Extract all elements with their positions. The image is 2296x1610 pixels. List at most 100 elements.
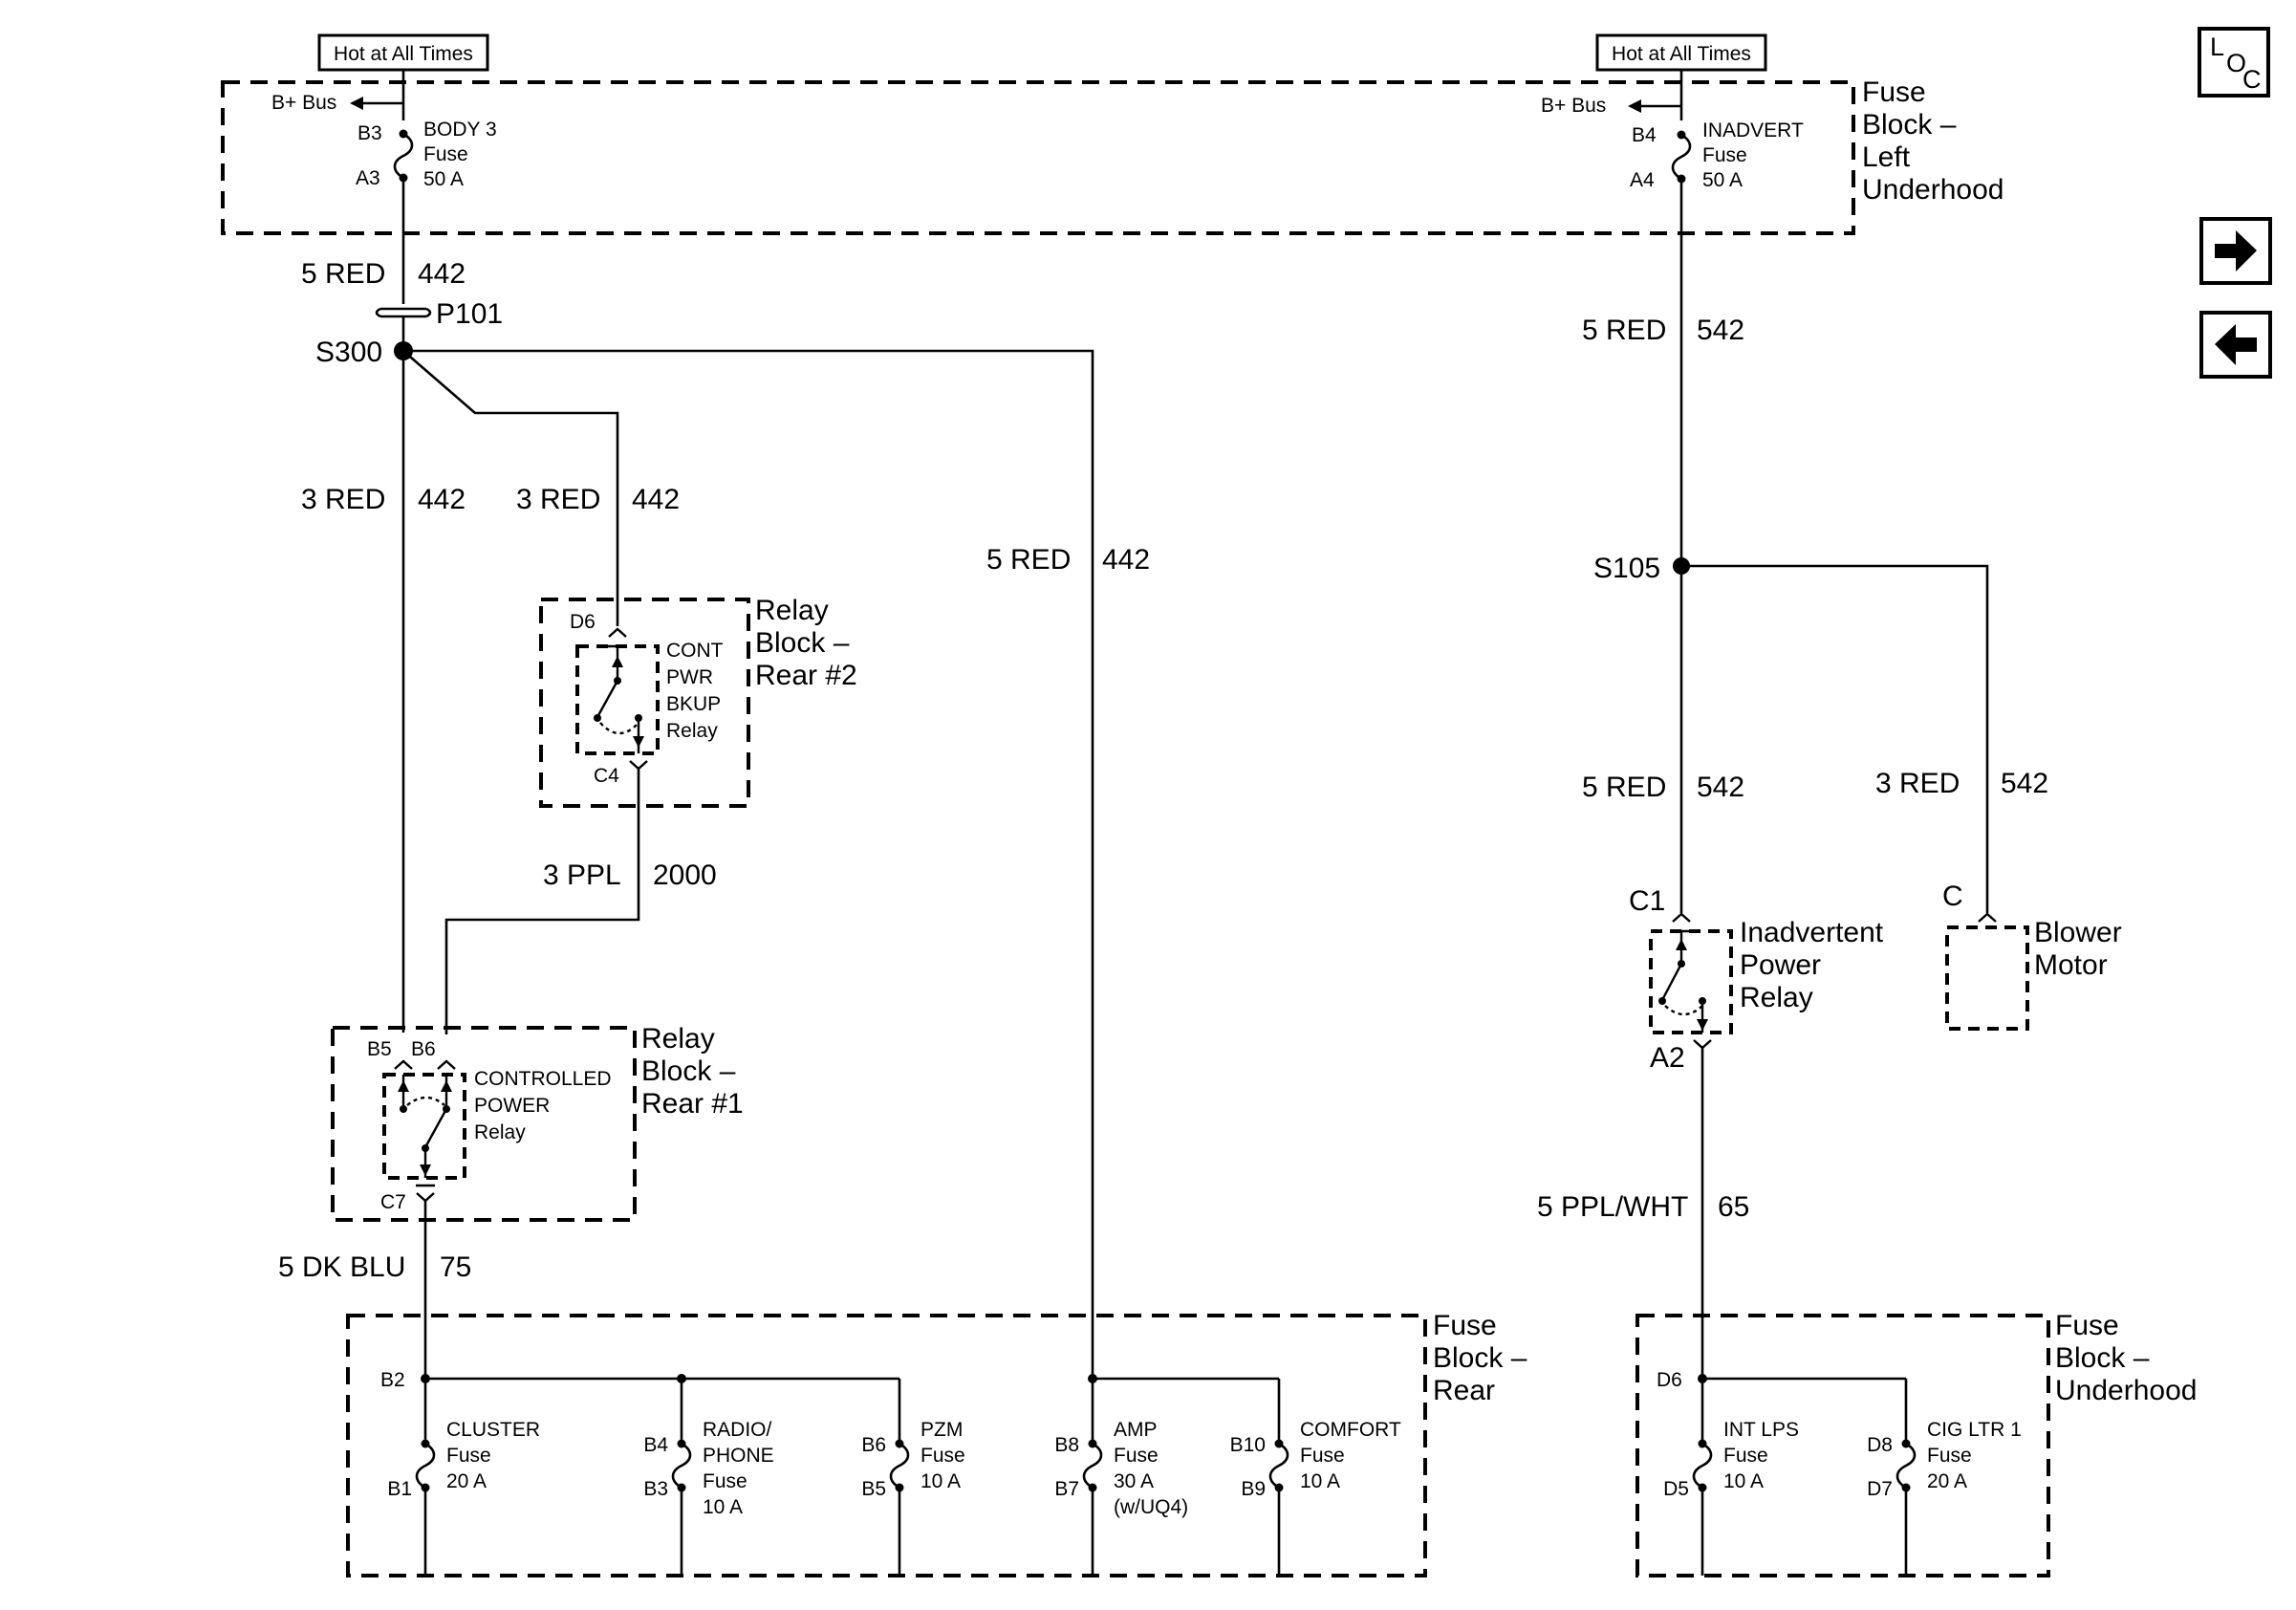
svg-text:3 PPL: 3 PPL — [543, 859, 621, 891]
location-icon[interactable]: L O C — [2198, 27, 2270, 98]
svg-text:B5: B5 — [367, 1038, 392, 1060]
svg-text:Relay: Relay — [641, 1023, 715, 1055]
svg-text:(w/UQ4): (w/UQ4) — [1114, 1496, 1188, 1518]
svg-text:PWR: PWR — [666, 666, 713, 688]
svg-text:30 A: 30 A — [1114, 1470, 1154, 1492]
svg-text:Relay: Relay — [755, 595, 829, 626]
svg-text:BKUP: BKUP — [666, 693, 721, 715]
svg-text:50 A: 50 A — [423, 168, 464, 190]
arrow-left-icon[interactable] — [2199, 311, 2272, 379]
svg-text:10 A: 10 A — [703, 1496, 743, 1518]
svg-text:3 RED: 3 RED — [301, 484, 385, 515]
svg-text:442: 442 — [418, 484, 466, 515]
svg-text:B3: B3 — [643, 1478, 668, 1500]
svg-text:75: 75 — [440, 1251, 471, 1283]
svg-text:Fuse: Fuse — [921, 1445, 965, 1467]
svg-text:5 RED: 5 RED — [986, 544, 1071, 576]
p101-connector — [375, 307, 432, 318]
inadvertent-power-relay-box — [1649, 929, 1733, 1034]
svg-text:RADIO/: RADIO/ — [703, 1419, 772, 1441]
svg-text:20 A: 20 A — [446, 1470, 487, 1492]
svg-text:5 PPL/WHT: 5 PPL/WHT — [1537, 1191, 1688, 1223]
svg-text:INT LPS: INT LPS — [1723, 1419, 1799, 1441]
svg-text:COMFORT: COMFORT — [1300, 1419, 1401, 1441]
svg-text:B5: B5 — [861, 1478, 886, 1500]
inadvert-fuse-icon — [1671, 133, 1692, 181]
svg-text:O: O — [2226, 49, 2246, 77]
svg-text:B6: B6 — [411, 1038, 436, 1060]
svg-text:PZM: PZM — [921, 1419, 963, 1441]
svg-text:L: L — [2210, 33, 2224, 61]
svg-text:B3: B3 — [357, 122, 382, 144]
svg-text:Fuse: Fuse — [1702, 144, 1747, 166]
wire-442-relay2-feed — [402, 350, 619, 626]
underhood-fuse-icon — [1895, 1442, 1917, 1490]
fuse-block-left-underhood-box — [221, 80, 1855, 235]
svg-text:A4: A4 — [1630, 169, 1655, 191]
svg-text:B4: B4 — [643, 1434, 668, 1456]
controlled-power-relay-box — [382, 1073, 466, 1180]
wire-542-blower — [1681, 564, 1989, 913]
svg-text:50 A: 50 A — [1702, 169, 1743, 191]
svg-text:Rear #2: Rear #2 — [755, 660, 857, 691]
svg-text:A3: A3 — [356, 167, 380, 189]
svg-text:Relay: Relay — [1740, 982, 1813, 1013]
controlled-power-relay-switch-icon — [394, 1059, 456, 1203]
hot-label-right: Hot at All Times — [1612, 43, 1751, 65]
svg-text:442: 442 — [418, 258, 466, 290]
rear-fuse-icon — [1082, 1442, 1103, 1490]
svg-text:542: 542 — [2001, 768, 2048, 799]
fuse-block-underhood-box — [1635, 1314, 2050, 1577]
svg-text:542: 542 — [1697, 315, 1744, 346]
svg-text:Power: Power — [1740, 949, 1821, 981]
svg-text:Fuse: Fuse — [1300, 1445, 1345, 1467]
svg-text:INADVERT: INADVERT — [1702, 120, 1804, 141]
svg-text:Block –: Block – — [1862, 109, 1957, 141]
relay-block-rear2-title: Relay Block – Rear #2 — [755, 595, 857, 691]
svg-text:Underhood: Underhood — [1862, 174, 2004, 206]
svg-text:D6: D6 — [570, 611, 596, 633]
fuse-block-underhood-title: Fuse Block – Underhood — [2055, 1310, 2197, 1406]
svg-text:542: 542 — [1697, 772, 1744, 803]
wire-442-amp-feed — [403, 349, 1094, 1379]
bplus-arrow-left-icon — [350, 97, 363, 110]
fuse-block-rear-box — [346, 1314, 1427, 1577]
svg-text:AMP: AMP — [1114, 1419, 1158, 1441]
s300-label: S300 — [315, 337, 382, 368]
rear-fuse-icon — [1268, 1442, 1289, 1490]
fuse-block-rear-title: Fuse Block – Rear — [1433, 1310, 1527, 1406]
svg-text:Fuse: Fuse — [423, 143, 468, 165]
svg-text:CIG LTR 1: CIG LTR 1 — [1927, 1419, 2022, 1441]
cont-pwr-bkup-relay-switch-icon — [594, 627, 648, 771]
svg-text:Fuse: Fuse — [1723, 1445, 1768, 1467]
svg-text:Block –: Block – — [755, 627, 850, 659]
svg-text:C4: C4 — [594, 765, 619, 787]
bplus-bus-right-label: B+ Bus — [1541, 95, 1606, 117]
relay-block-rear1-box — [331, 1026, 637, 1222]
svg-text:C1: C1 — [1629, 885, 1665, 917]
rear-fuse-icon — [415, 1442, 436, 1490]
rear-fuse-icon — [671, 1442, 692, 1490]
svg-text:5 RED: 5 RED — [1582, 315, 1666, 346]
svg-text:5 RED: 5 RED — [301, 258, 385, 290]
rear-fuse-icon — [889, 1442, 910, 1490]
svg-text:5 DK BLU: 5 DK BLU — [278, 1251, 405, 1283]
svg-text:B7: B7 — [1054, 1478, 1079, 1500]
svg-text:Relay: Relay — [474, 1121, 526, 1143]
bplus-bus-left-label: B+ Bus — [271, 92, 336, 114]
svg-text:Inadvertent: Inadvertent — [1740, 917, 1884, 948]
svg-text:CONTROLLED: CONTROLLED — [474, 1068, 612, 1090]
svg-text:Relay: Relay — [666, 720, 718, 742]
arrow-right-icon[interactable] — [2199, 217, 2272, 285]
svg-text:442: 442 — [1102, 544, 1150, 576]
svg-text:D8: D8 — [1867, 1434, 1893, 1456]
svg-text:C: C — [1942, 881, 1963, 912]
hot-at-all-times-left: Hot at All Times — [317, 33, 489, 72]
